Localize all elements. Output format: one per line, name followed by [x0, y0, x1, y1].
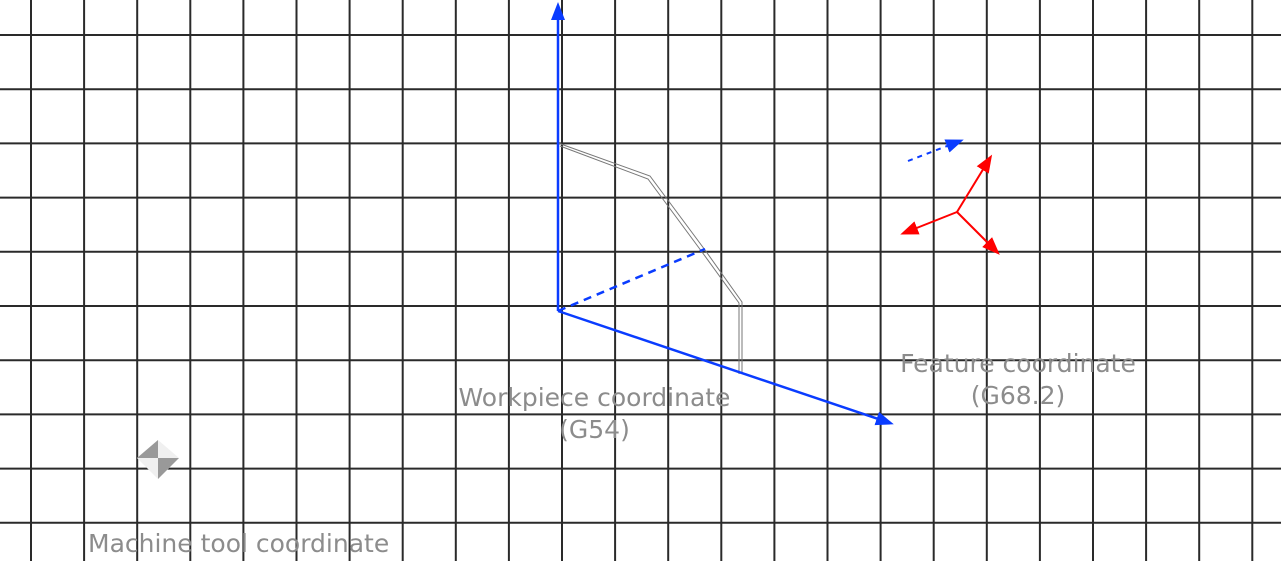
workpiece-coordinate-code: (G54) — [559, 415, 630, 444]
feature-coordinate-label: Feature coordinate (G68.2) — [878, 348, 1158, 412]
machine-origin-icon — [137, 440, 179, 479]
workpiece-y-axis — [557, 247, 706, 313]
feature-z-axis — [956, 154, 993, 213]
feature-axes — [900, 154, 1000, 255]
machine-tool-coordinate-label: Machine tool coordinate — [88, 529, 390, 558]
workpiece-coordinate-name: Workpiece coordinate — [458, 383, 731, 412]
workpiece-coordinate-label: Workpiece coordinate (G54) — [432, 382, 757, 446]
workpiece-shape — [557, 142, 743, 374]
feature-y-axis — [956, 211, 1000, 255]
feature-coordinate-name: Feature coordinate — [900, 349, 1136, 378]
workpiece-x-axis — [557, 309, 894, 426]
feature-coordinate-code: (G68.2) — [970, 381, 1066, 410]
workpiece-axes — [551, 2, 964, 426]
feature-x-axis — [900, 211, 958, 235]
